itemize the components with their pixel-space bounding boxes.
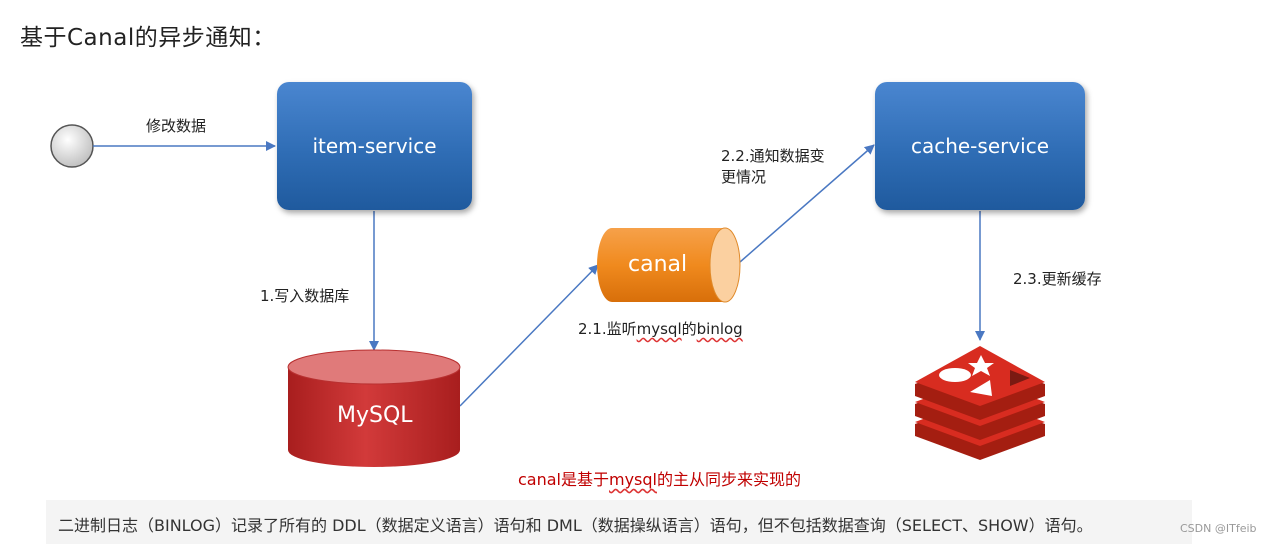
canal-label: canal: [628, 252, 688, 277]
cache-service-label: cache-service: [910, 134, 1050, 158]
mysql-label: MySQL: [337, 403, 413, 428]
item-service-node: item-service: [277, 82, 472, 210]
cache-service-node: cache-service: [875, 82, 1085, 210]
listen-binlog-prefix: 2.1.监听: [578, 320, 637, 338]
modify-data-label: 修改数据: [146, 117, 207, 135]
write-db-label: 1.写入数据库: [260, 287, 350, 305]
listen-binlog-mysql: mysql: [636, 320, 682, 338]
notify-label-line2: 更情况: [721, 168, 767, 186]
binlog-note-text: 二进制日志（BINLOG）记录了所有的 DDL（数据定义语言）语句和 DML（数…: [58, 516, 1093, 535]
red-note-mysql: mysql: [609, 470, 657, 489]
canal-principle-note: canal是基于mysql的主从同步来实现的: [518, 466, 801, 490]
canal-cylinder: [597, 227, 741, 303]
watermark: CSDN @ITfeib: [1180, 522, 1257, 535]
start-circle-icon: [50, 124, 94, 168]
redis-logo-icon: [915, 346, 1045, 460]
notify-label-line1: 2.2.通知数据变: [721, 147, 825, 165]
mysql-cylinder: [287, 349, 461, 467]
item-service-label: item-service: [312, 134, 437, 158]
page-title: 基于Canal的异步通知：: [20, 25, 276, 51]
notify-label: 2.2.通知数据变 更情况: [721, 146, 825, 188]
binlog-note-bar: 二进制日志（BINLOG）记录了所有的 DDL（数据定义语言）语句和 DML（数…: [46, 500, 1192, 544]
update-cache-label: 2.3.更新缓存: [1013, 270, 1102, 288]
listen-binlog-label: 2.1.监听mysql的binlog: [578, 319, 743, 340]
listen-binlog-mid: 的: [681, 320, 697, 338]
listen-binlog-binlog: binlog: [696, 320, 743, 338]
arrow-notify: [739, 144, 875, 263]
arrow-listen-binlog: [459, 264, 599, 407]
red-note-suffix: 的主从同步来实现的: [657, 470, 802, 489]
red-note-prefix: canal是基于: [518, 470, 609, 489]
